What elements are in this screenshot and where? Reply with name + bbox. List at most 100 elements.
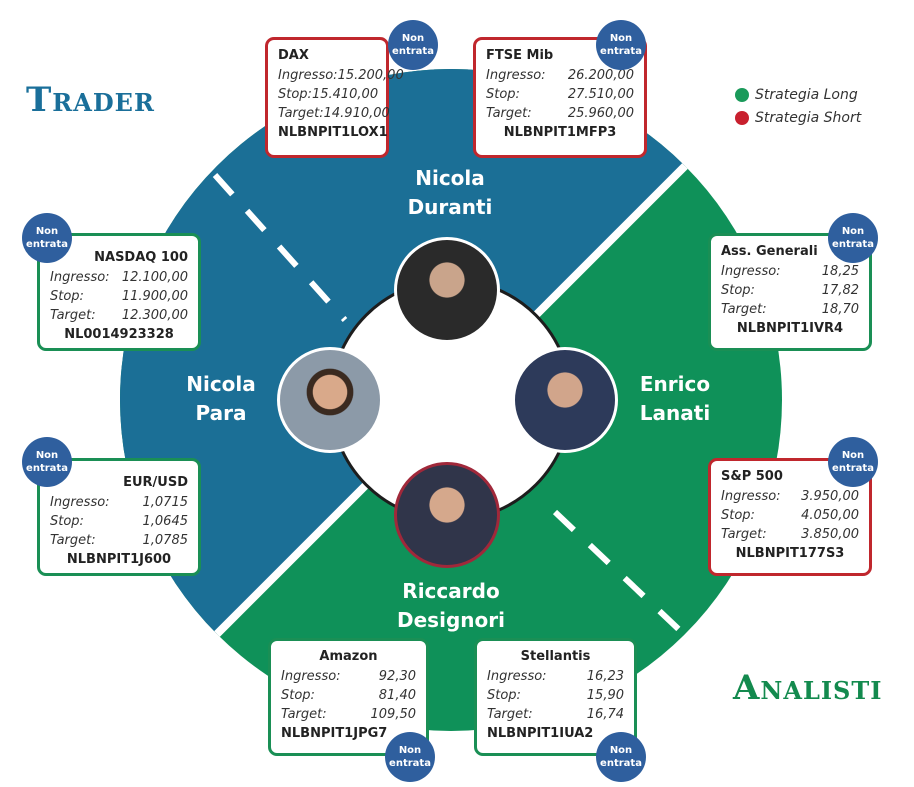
entry-value: 3.950,00 [801,489,859,504]
dashed-divider [212,172,348,323]
target-value: 12.300,00 [121,308,188,323]
stop-value: 15,90 [586,688,624,703]
entry-value: 16,23 [586,669,624,684]
card-title: FTSE Mib [486,48,554,63]
entry-value: 15.200,00 [337,68,404,83]
stop-row: Stop:15.410,00 [278,85,379,104]
stop-value: 81,40 [378,688,416,703]
stop-label: Stop: [721,508,755,523]
status-line: entrata [389,758,431,769]
target-row: Target: 18,70 [721,300,859,319]
status-line: Non [35,450,59,461]
target-row: Target:3.850,00 [721,525,859,544]
target-row: Target:109,50 [281,705,416,724]
stop-value: 15.410,00 [311,87,379,102]
status-line: entrata [832,463,874,474]
target-label: Target: [487,707,533,722]
entry-row: Ingresso: 26.200,00 [486,66,634,85]
status-line: entrata [26,463,68,474]
target-label: Target: [50,533,96,548]
entry-label: Ingresso: [487,669,547,684]
avatar-para [277,347,383,453]
isin-code: NLBNPIT1JPG7 [281,726,388,741]
legend-label: Strategia Short [755,110,862,126]
card-title: Amazon [319,649,378,664]
card-title: NASDAQ 100 [94,250,188,265]
stop-row: Stop:17,82 [721,281,859,300]
status-badge: Non entrata [388,20,438,70]
analisti-title: Analisti [733,668,883,708]
target-value: 16,74 [586,707,624,722]
target-label: Target: [721,302,767,317]
entry-label: Ingresso: [721,489,781,504]
target-label: Target: [486,106,532,121]
status-line: Non [401,33,425,44]
isin-code: NLBNPIT1IVR4 [736,321,844,336]
status-line: entrata [600,758,642,769]
entry-label: Ingresso: [50,270,110,285]
stop-row: Stop:11.900,00 [50,287,188,306]
avatar-lanati [512,347,618,453]
target-value: 3.850,00 [801,527,859,542]
legend-label: Strategia Long [755,87,858,103]
entry-row: Ingresso: 16,23 [487,667,624,686]
target-row: Target:12.300,00 [50,306,188,325]
target-value: 18,70 [821,302,859,317]
card-title: Stellantis [520,649,591,664]
entry-row: Ingresso:12.100,00 [50,268,188,287]
target-label: Target: [278,106,324,121]
stop-row: Stop:27.510,00 [486,85,634,104]
stop-label: Stop: [50,289,84,304]
stop-label: Stop: [281,688,315,703]
target-row: Target:14.910,00 [278,104,390,123]
entry-value: 92,30 [378,669,416,684]
entry-row: Ingresso:1,0715 [50,493,188,512]
entry-value: 26.200,00 [567,68,634,83]
isin-code: NLBNPIT1LOX1 [278,125,388,140]
stop-row: Stop:1,0645 [50,512,188,531]
card-title: Ass. Generali [721,244,818,259]
avatar-duranti [394,237,500,343]
status-line: entrata [600,46,642,57]
stop-row: Stop: 81,40 [281,686,416,705]
stop-label: Stop: [486,87,520,102]
stop-label: Stop: [50,514,84,529]
target-row: Target: 25.960,00 [486,104,634,123]
stop-label: Stop: [487,688,521,703]
isin-code: NLBNPIT1J600 [66,552,172,567]
card-title: S&P 500 [721,469,783,484]
entry-row: Ingresso: 18,25 [721,262,859,281]
isin-code: NLBNPIT1IUA2 [487,726,594,741]
entry-label: Ingresso: [721,264,781,279]
target-row: Target:1,0785 [50,531,188,550]
status-line: Non [35,226,59,237]
stop-row: Stop: 15,90 [487,686,624,705]
entry-label: Ingresso: [486,68,546,83]
trader-title: Trader [26,80,155,120]
stop-value: 4.050,00 [801,508,859,523]
target-value: 14.910,00 [323,106,390,121]
entry-value: 18,25 [821,264,859,279]
status-line: entrata [26,239,68,250]
dashed-divider [552,509,693,643]
legend-short: Strategia Short [735,110,861,126]
entry-label: Ingresso: [50,495,110,510]
target-row: Target: 16,74 [487,705,624,724]
legend-long: Strategia Long [735,87,858,103]
status-line: entrata [392,46,434,57]
target-value: 25.960,00 [567,106,634,121]
target-value: 109,50 [370,707,417,722]
entry-row: Ingresso: 3.950,00 [721,487,859,506]
isin-code: NL0014923328 [64,327,174,342]
